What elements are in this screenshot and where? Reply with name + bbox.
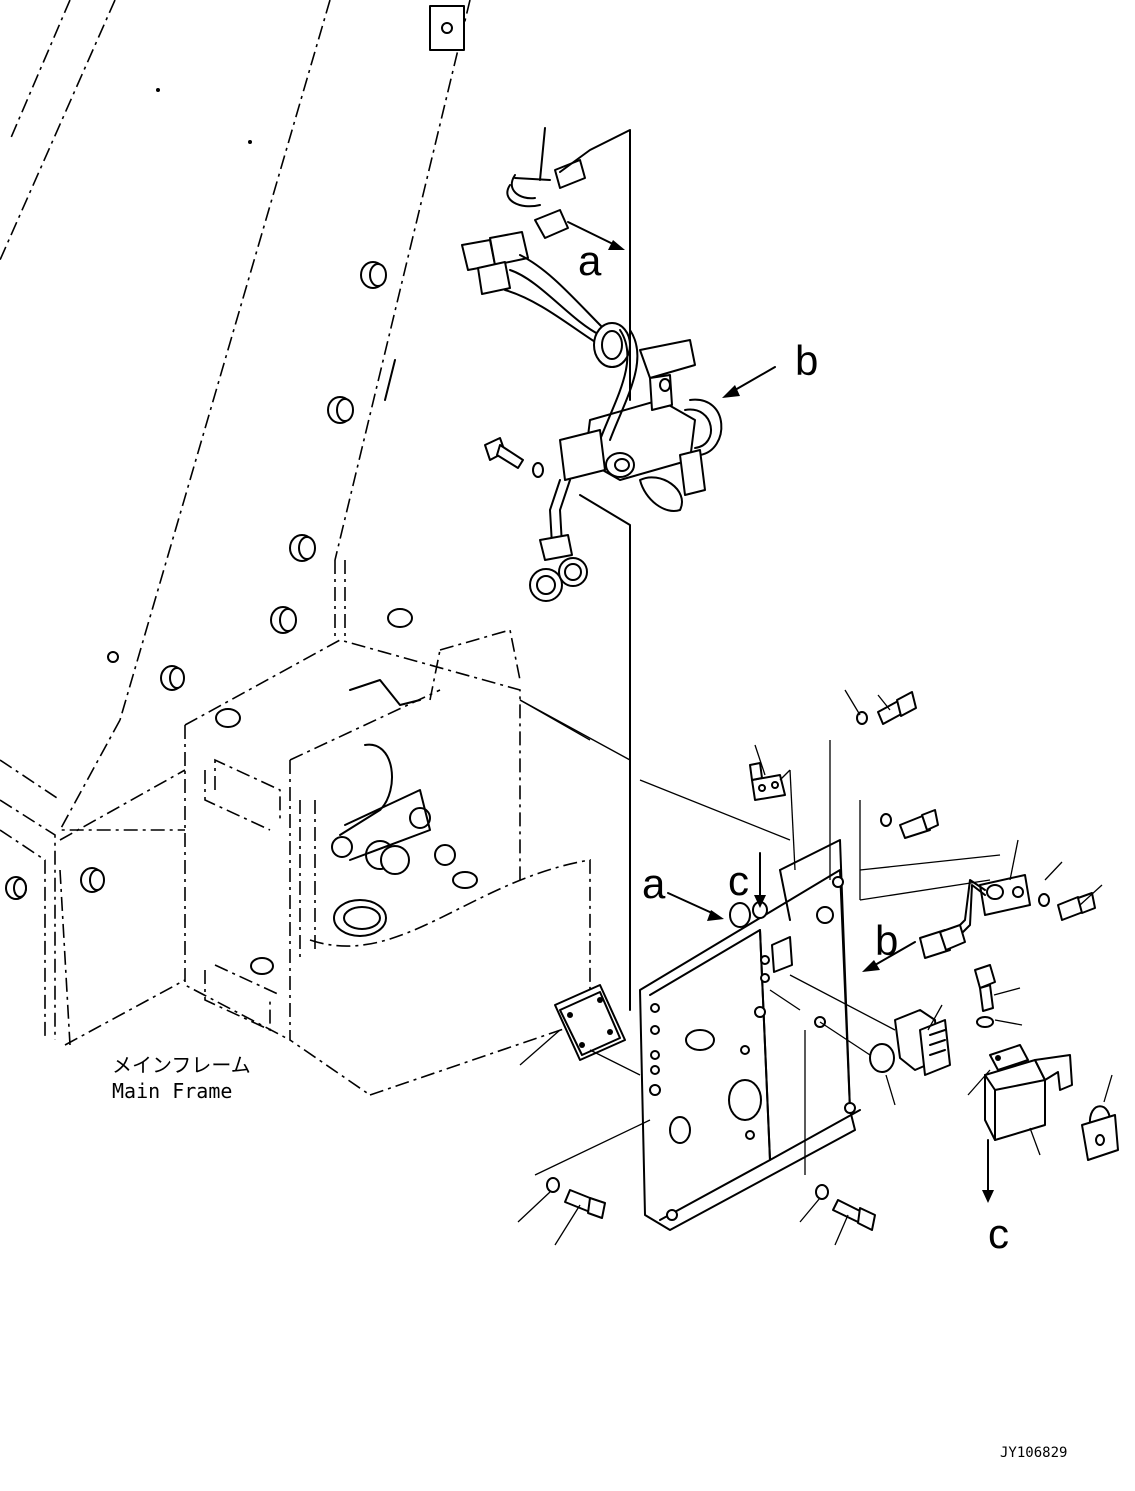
view-label-a-plate: a bbox=[642, 860, 666, 907]
main-frame-label-jp: メインフレーム bbox=[112, 1053, 251, 1077]
cover-plate bbox=[519, 984, 641, 1076]
view-label-b-plate: b bbox=[875, 917, 898, 964]
view-label-b-top: b bbox=[795, 337, 818, 384]
cover-box-fasteners bbox=[974, 964, 1023, 1028]
mounting-plate: a c bbox=[519, 699, 861, 1231]
switch-assembly: b bbox=[859, 839, 1103, 972]
main-frame-caption: メインフレーム Main Frame bbox=[112, 1053, 251, 1103]
view-label-c-plate: c bbox=[728, 857, 749, 904]
upper-bolts bbox=[829, 689, 939, 900]
view-label-c-cover: c bbox=[988, 1210, 1009, 1257]
main-frame-boom bbox=[0, 0, 471, 1046]
key-switch bbox=[769, 974, 951, 1076]
cap-plug bbox=[819, 1021, 896, 1106]
frame-bolt-bosses bbox=[5, 261, 387, 900]
valve-box bbox=[184, 359, 591, 1096]
padlock bbox=[1081, 1074, 1119, 1161]
lower-left-fasteners bbox=[517, 1119, 651, 1246]
view-label-a-top: a bbox=[578, 237, 602, 284]
drawing-number: JY106829 bbox=[1000, 1445, 1067, 1461]
harness-assembly: a bbox=[461, 127, 818, 1011]
lock-cover: c bbox=[967, 1044, 1073, 1257]
bracket bbox=[749, 744, 796, 871]
lower-right-fasteners bbox=[799, 1030, 876, 1246]
main-frame-label-en: Main Frame bbox=[112, 1079, 232, 1103]
